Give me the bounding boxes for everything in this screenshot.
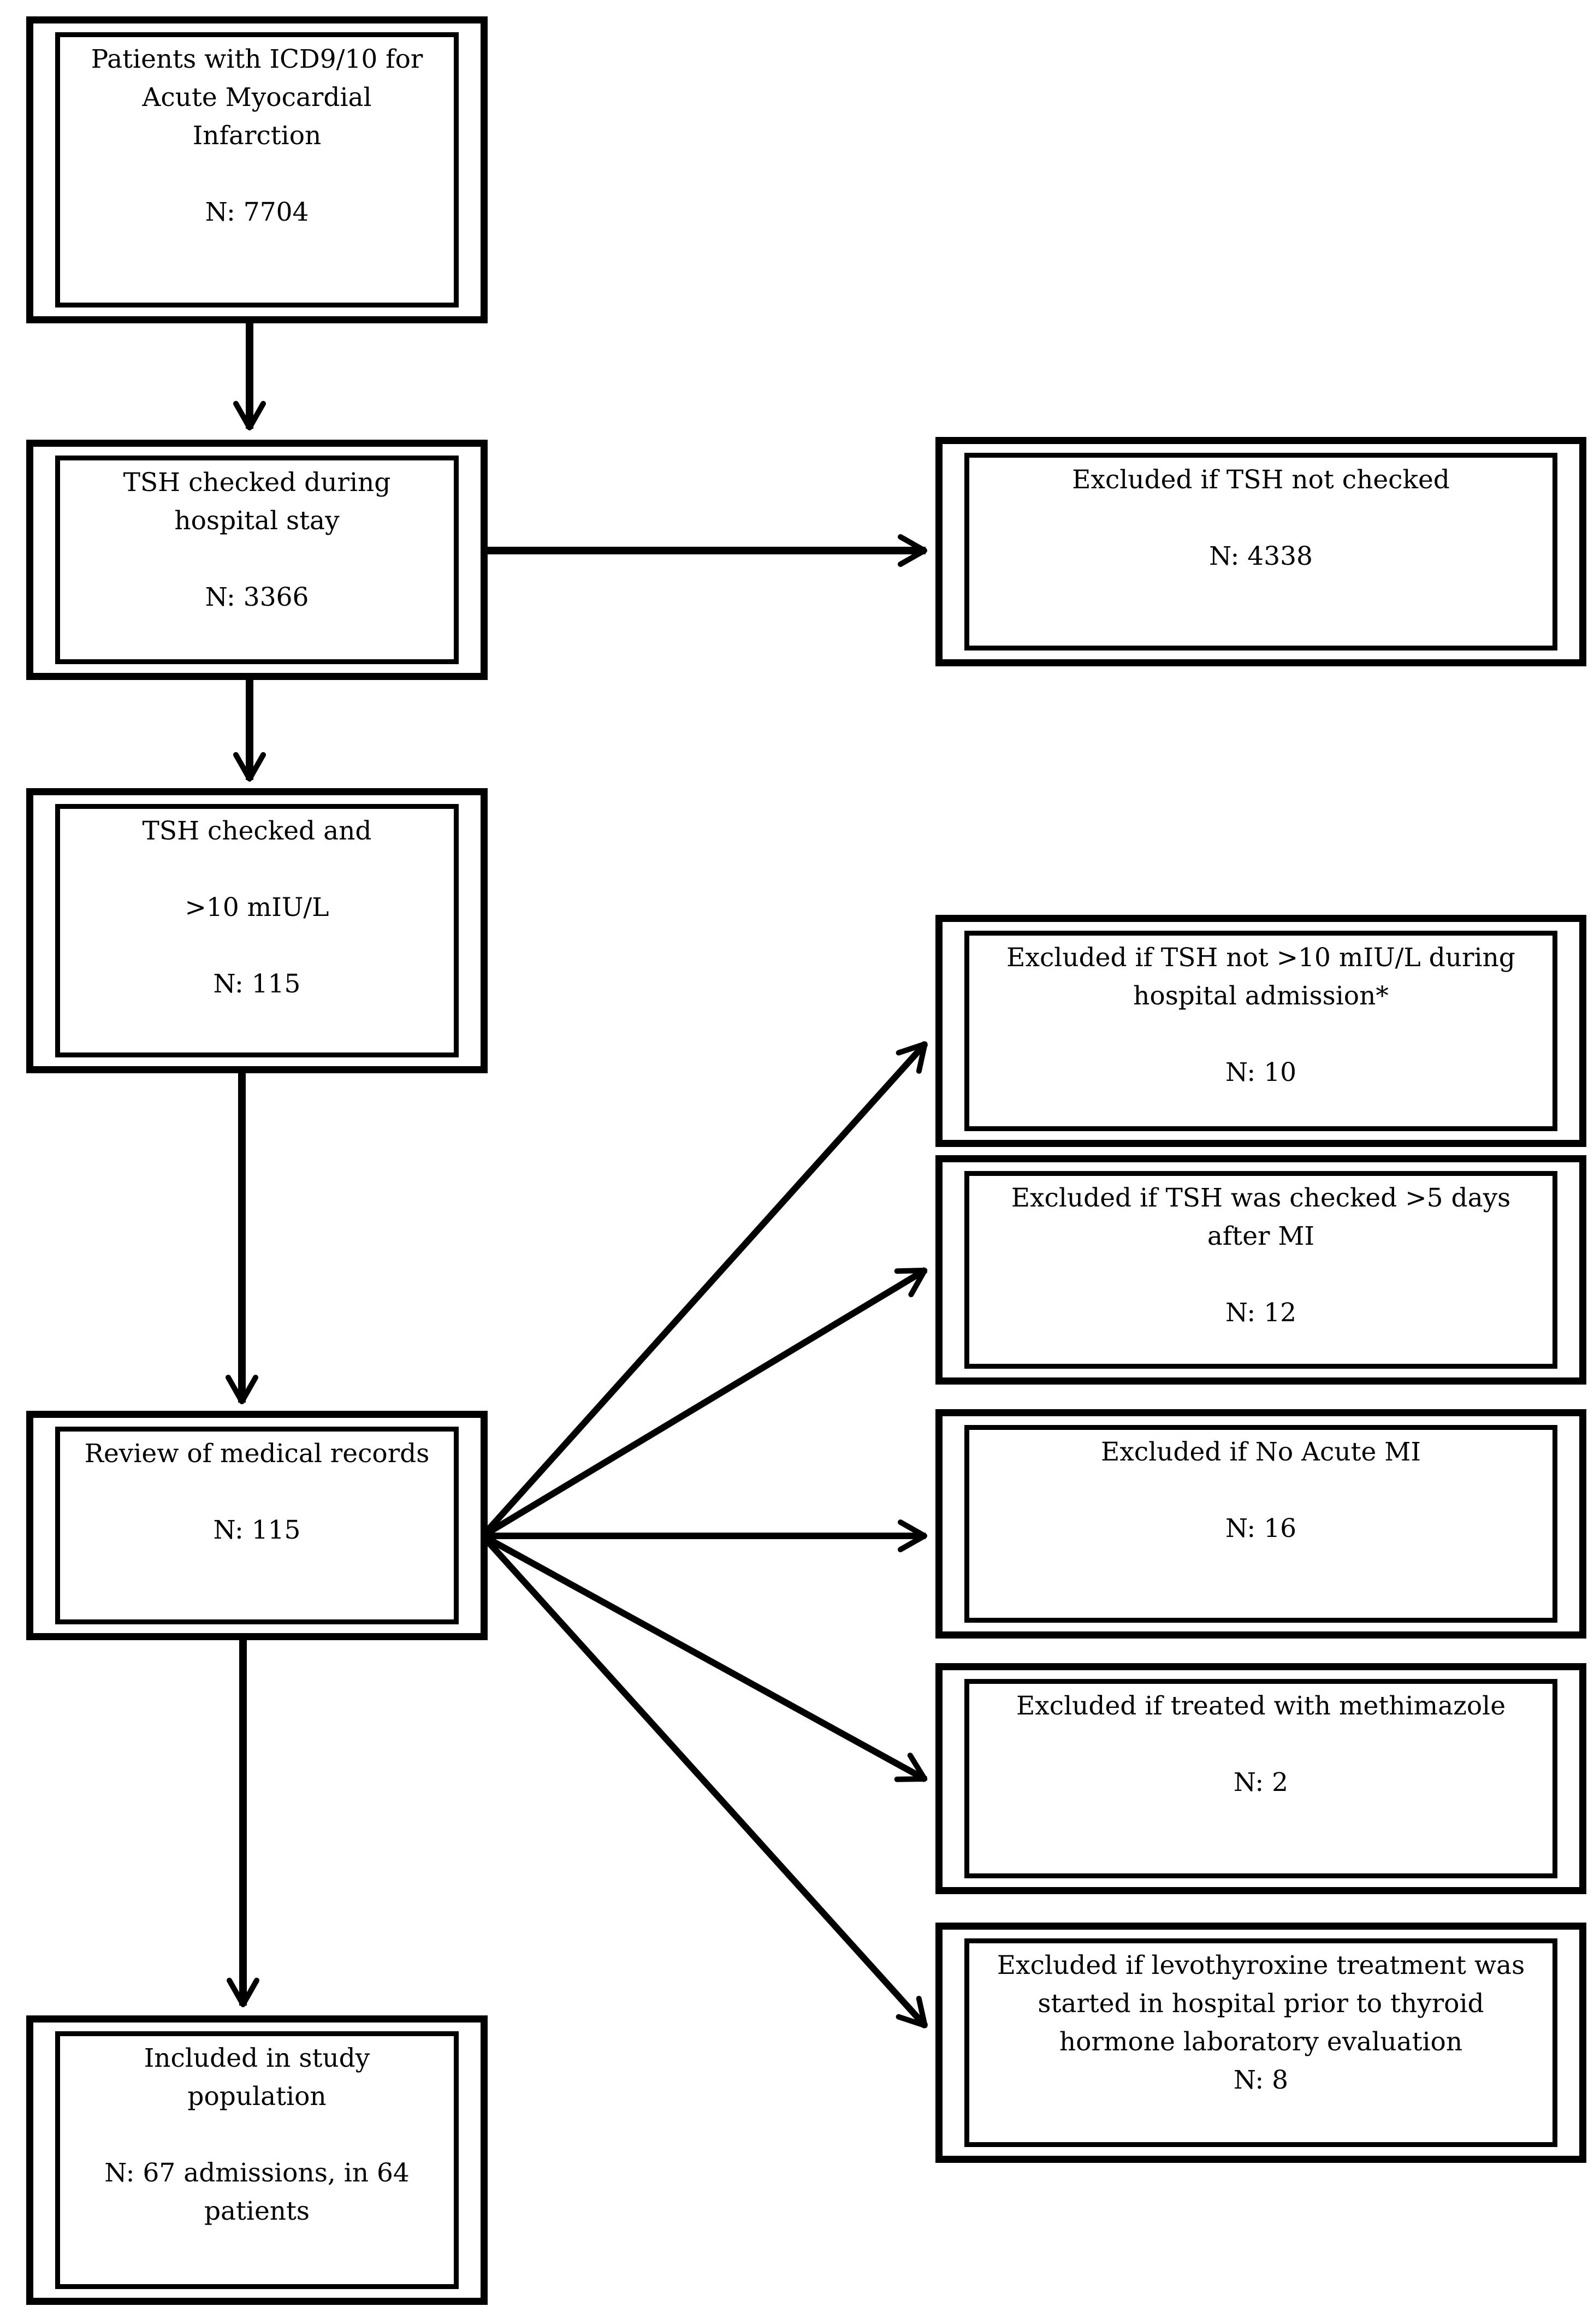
box-tsh-checked-frame: TSH checked during hospital stay N: 3366 bbox=[55, 456, 459, 664]
box-patients-icd: Patients with ICD9/10 for Acute Myocardi… bbox=[26, 16, 488, 323]
box-review-records: Review of medical records N: 115 bbox=[26, 1411, 488, 1640]
box-excluded-tsh-not-checked: Excluded if TSH not checked N: 4338 bbox=[935, 437, 1586, 666]
box-review-records-frame: Review of medical records N: 115 bbox=[55, 1427, 459, 1624]
box-tsh-gt10: TSH checked and >10 mIU/L N: 115 bbox=[26, 788, 488, 1073]
box-review-records-title: Review of medical records bbox=[84, 1439, 430, 1469]
box-patients-icd-title: Patients with ICD9/10 for Acute Myocardi… bbox=[91, 44, 423, 151]
box-excluded-tsh-gt5-days-title: Excluded if TSH was checked >5 days afte… bbox=[1011, 1183, 1511, 1251]
box-tsh-gt10-title: TSH checked and >10 mIU/L bbox=[142, 816, 372, 922]
box-excluded-methimazole-frame: Excluded if treated with methimazole N: … bbox=[964, 1679, 1557, 1878]
box-excluded-tsh-gt5-days-count: N: 12 bbox=[1225, 1298, 1297, 1328]
box-excluded-no-acute-mi-frame: Excluded if No Acute MI N: 16 bbox=[964, 1425, 1557, 1623]
box-included-population-count: N: 67 admissions, in 64 patients bbox=[104, 2158, 410, 2226]
box-patients-icd-frame: Patients with ICD9/10 for Acute Myocardi… bbox=[55, 32, 459, 307]
box-excluded-tsh-gt5-days: Excluded if TSH was checked >5 days afte… bbox=[935, 1155, 1586, 1385]
arrow-review-to-excluded-methimazole bbox=[481, 1533, 928, 1783]
box-included-population-title: Included in study population bbox=[144, 2043, 370, 2112]
box-review-records-count: N: 115 bbox=[213, 1515, 301, 1545]
box-excluded-no-acute-mi-count: N: 16 bbox=[1225, 1513, 1297, 1544]
box-patients-icd-count: N: 7704 bbox=[205, 197, 309, 227]
box-excluded-methimazole-title: Excluded if treated with methimazole bbox=[1016, 1691, 1506, 1721]
box-tsh-checked: TSH checked during hospital stay N: 3366 bbox=[26, 440, 488, 680]
box-excluded-levothyroxine-count: N: 8 bbox=[1233, 2065, 1289, 2095]
box-excluded-levothyroxine-title: Excluded if levothyroxine treatment was … bbox=[997, 1950, 1525, 2057]
box-excluded-methimazole: Excluded if treated with methimazole N: … bbox=[935, 1663, 1586, 1894]
box-excluded-tsh-not-checked-count: N: 4338 bbox=[1209, 541, 1313, 571]
box-excluded-tsh-not-gt10-frame: Excluded if TSH not >10 mIU/L during hos… bbox=[964, 931, 1557, 1131]
box-excluded-methimazole-count: N: 2 bbox=[1233, 1767, 1289, 1797]
box-excluded-no-acute-mi: Excluded if No Acute MI N: 16 bbox=[935, 1409, 1586, 1639]
box-excluded-tsh-not-gt10-count: N: 10 bbox=[1225, 1057, 1297, 1087]
box-excluded-tsh-not-gt10-title: Excluded if TSH not >10 mIU/L during hos… bbox=[1006, 943, 1515, 1011]
arrow-review-to-excluded-gt5-days bbox=[481, 1267, 928, 1539]
box-excluded-tsh-not-checked-title: Excluded if TSH not checked bbox=[1072, 465, 1450, 495]
box-excluded-levothyroxine: Excluded if levothyroxine treatment was … bbox=[935, 1923, 1586, 2163]
box-tsh-checked-count: N: 3366 bbox=[205, 582, 309, 612]
box-tsh-checked-title: TSH checked during hospital stay bbox=[123, 468, 391, 536]
box-excluded-tsh-gt5-days-frame: Excluded if TSH was checked >5 days afte… bbox=[964, 1171, 1557, 1369]
box-excluded-tsh-not-checked-frame: Excluded if TSH not checked N: 4338 bbox=[964, 453, 1557, 651]
box-excluded-levothyroxine-frame: Excluded if levothyroxine treatment was … bbox=[964, 1938, 1557, 2147]
box-included-population-frame: Included in study population N: 67 admis… bbox=[55, 2031, 459, 2289]
box-excluded-tsh-not-gt10: Excluded if TSH not >10 mIU/L during hos… bbox=[935, 915, 1586, 1147]
arrow-review-to-excluded-levothyroxine bbox=[480, 1533, 928, 2029]
arrow-review-to-excluded-not-gt10 bbox=[480, 1040, 928, 1539]
box-excluded-no-acute-mi-title: Excluded if No Acute MI bbox=[1101, 1437, 1421, 1467]
box-tsh-gt10-frame: TSH checked and >10 mIU/L N: 115 bbox=[55, 804, 459, 1057]
box-tsh-gt10-count: N: 115 bbox=[213, 969, 301, 999]
box-included-population: Included in study population N: 67 admis… bbox=[26, 2015, 488, 2305]
